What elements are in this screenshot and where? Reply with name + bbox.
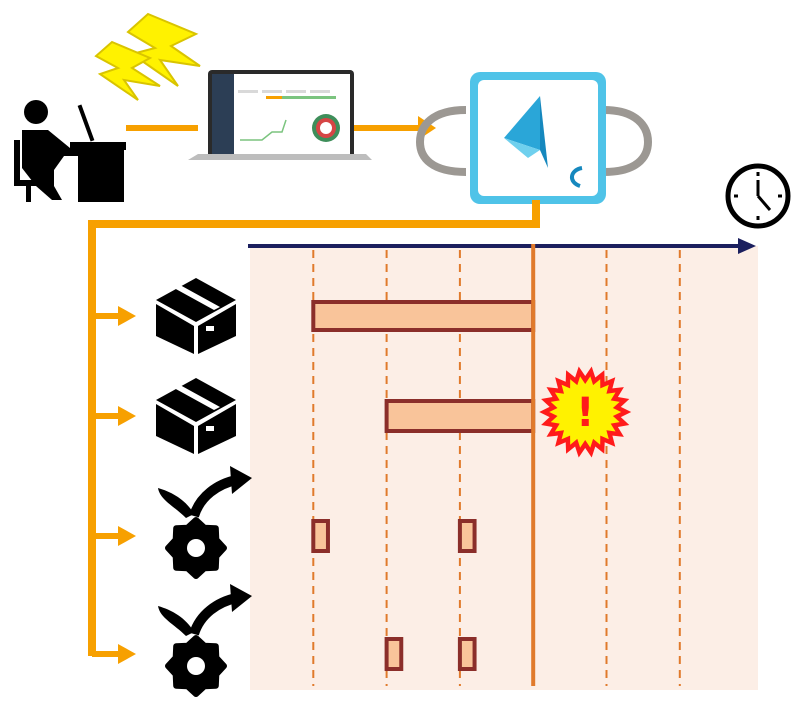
task-bar [311, 300, 536, 332]
package-box-icon [156, 378, 236, 454]
clock-icon [725, 163, 791, 229]
dispatch-app-icon [415, 72, 653, 204]
flow-trunk [88, 200, 540, 656]
time-axis [248, 238, 756, 254]
laptop-dashboard-icon [188, 70, 372, 160]
row-branch-arrowhead [118, 406, 136, 426]
task-bar [311, 519, 330, 553]
task-bar [457, 637, 477, 671]
row-branch-arrowhead [118, 644, 136, 664]
exclamation-burst-icon: ! [539, 366, 632, 458]
lightning-bolts-icon [94, 12, 201, 101]
person-at-desk-icon [14, 100, 126, 202]
row-branch-arrowhead [118, 526, 136, 546]
task-bar [384, 399, 536, 433]
task-bar [457, 519, 477, 553]
task-bar [384, 637, 404, 671]
alert-symbol: ! [576, 390, 594, 436]
gear-process-icon [158, 466, 252, 579]
gear-process-icon [158, 584, 252, 697]
package-box-icon [156, 278, 236, 354]
row-branch-arrowhead [118, 306, 136, 326]
